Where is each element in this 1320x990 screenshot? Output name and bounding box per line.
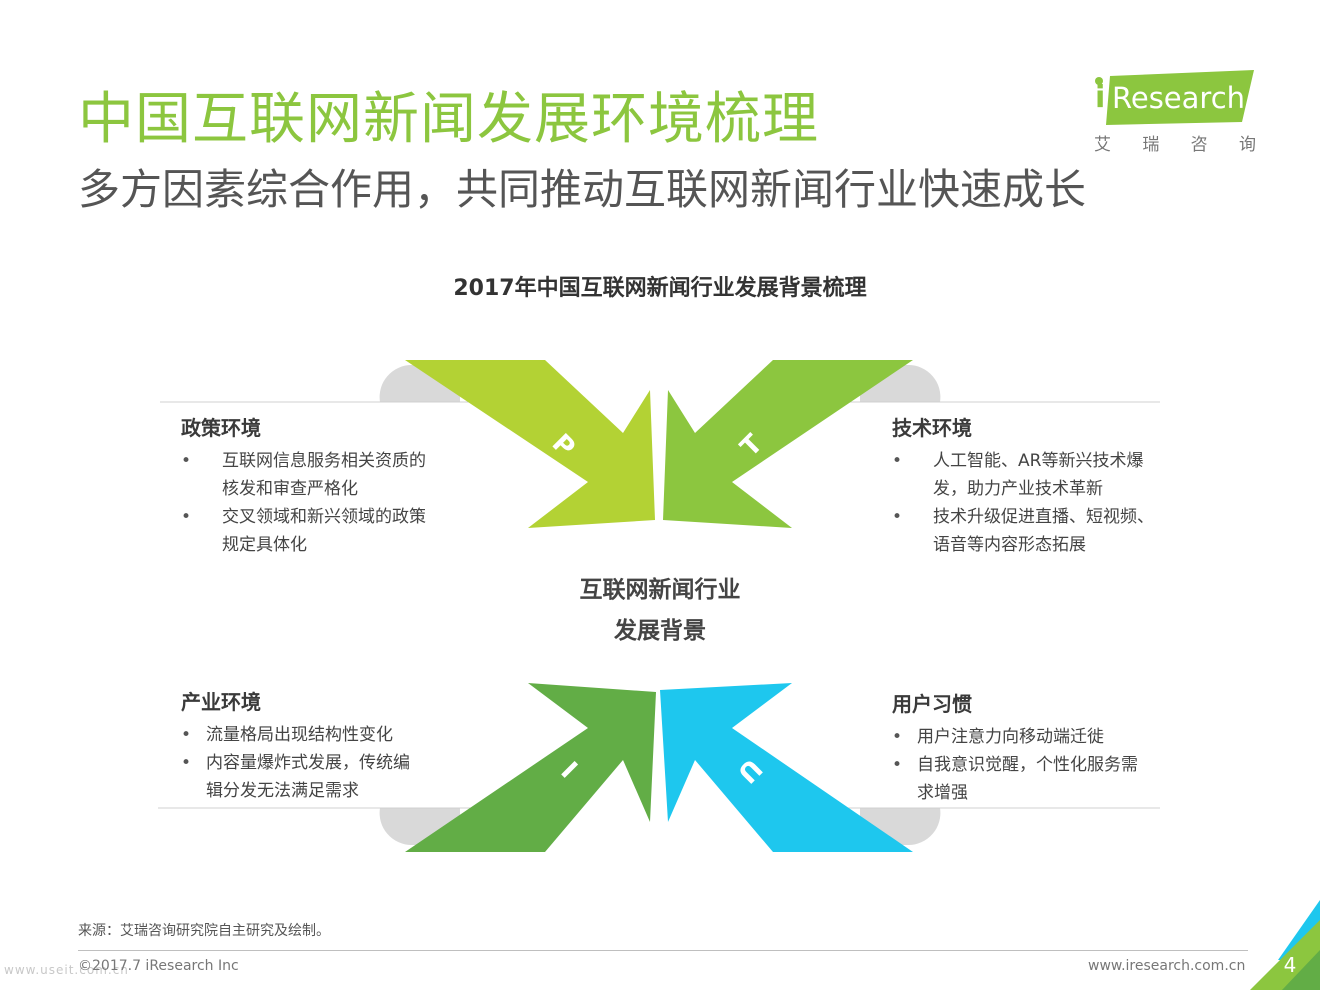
- arrow-i: [405, 683, 656, 852]
- website-url: www.iresearch.com.cn: [1088, 958, 1246, 974]
- quadrant-heading: 政策环境: [181, 416, 261, 440]
- logo-char: 艾: [1094, 135, 1111, 155]
- page-number: 4: [1283, 953, 1297, 977]
- quadrant-policy: 政策环境 互联网信息服务相关资质的核发和审查严格化 交叉领域和新兴领域的政策规定…: [181, 412, 441, 559]
- quadrant-industry: 产业环境 流量格局出现结构性变化 内容量爆炸式发展，传统编辑分发无法满足需求: [181, 686, 426, 805]
- logo-chinese-name: 艾 瑞 咨 询: [1094, 130, 1256, 155]
- logo-wordmark: Research: [1112, 81, 1246, 115]
- quadrant-technology: 技术环境 人工智能、AR等新兴技术爆发，助力产业技术革新 技术升级促进直播、短视…: [892, 412, 1154, 559]
- list-item: 互联网信息服务相关资质的核发和审查严格化: [181, 447, 441, 503]
- bullet-list: 互联网信息服务相关资质的核发和审查严格化 交叉领域和新兴领域的政策规定具体化: [181, 447, 441, 559]
- arrow-u: [660, 683, 913, 852]
- bullet-list: 流量格局出现结构性变化 内容量爆炸式发展，传统编辑分发无法满足需求: [181, 721, 426, 805]
- page-subtitle: 多方因素综合作用，共同推动互联网新闻行业快速成长: [78, 165, 1087, 214]
- arrow-t: [663, 360, 913, 528]
- logo-banner-shape: [1095, 70, 1254, 125]
- logo-i-letter: i: [1095, 80, 1106, 115]
- bullet-list: 用户注意力向移动端迁徙 自我意识觉醒，个性化服务需求增强: [892, 723, 1142, 807]
- quadrant-heading: 用户习惯: [892, 692, 972, 716]
- watermark: www.useit.com.cn: [4, 963, 129, 977]
- quadrant-heading: 技术环境: [892, 416, 972, 440]
- arrow-p: [405, 360, 655, 528]
- footer-divider: [78, 950, 1248, 951]
- list-item: 流量格局出现结构性变化: [181, 721, 426, 749]
- center-label-line1: 互联网新闻行业: [579, 577, 741, 603]
- iresearch-logo: i Research 艾 瑞 咨 询: [1092, 70, 1262, 160]
- logo-char: 瑞: [1142, 135, 1160, 155]
- center-label: 互联网新闻行业 发展背景: [510, 570, 810, 652]
- bullet-list: 人工智能、AR等新兴技术爆发，助力产业技术革新 技术升级促进直播、短视频、语音等…: [892, 447, 1154, 559]
- page-corner-decoration: [1250, 900, 1320, 990]
- page-title: 中国互联网新闻发展环境梳理: [78, 87, 819, 152]
- quadrant-user: 用户习惯 用户注意力向移动端迁徙 自我意识觉醒，个性化服务需求增强: [892, 688, 1142, 807]
- quadrant-heading: 产业环境: [181, 690, 261, 714]
- list-item: 交叉领域和新兴领域的政策规定具体化: [181, 503, 441, 559]
- logo-char: 咨: [1190, 135, 1208, 155]
- logo-char: 询: [1238, 135, 1256, 155]
- list-item: 用户注意力向移动端迁徙: [892, 723, 1142, 751]
- list-item: 技术升级促进直播、短视频、语音等内容形态拓展: [892, 503, 1154, 559]
- list-item: 自我意识觉醒，个性化服务需求增强: [892, 751, 1142, 807]
- list-item: 人工智能、AR等新兴技术爆发，助力产业技术革新: [892, 447, 1154, 503]
- list-item: 内容量爆炸式发展，传统编辑分发无法满足需求: [181, 749, 426, 805]
- copyright-text: ©2017.7 iResearch Inc: [78, 958, 239, 974]
- center-label-line2: 发展背景: [614, 618, 706, 644]
- diagram-title: 2017年中国互联网新闻行业发展背景梳理: [453, 276, 867, 301]
- source-note: 来源：艾瑞咨询研究院自主研究及绘制。: [78, 923, 330, 939]
